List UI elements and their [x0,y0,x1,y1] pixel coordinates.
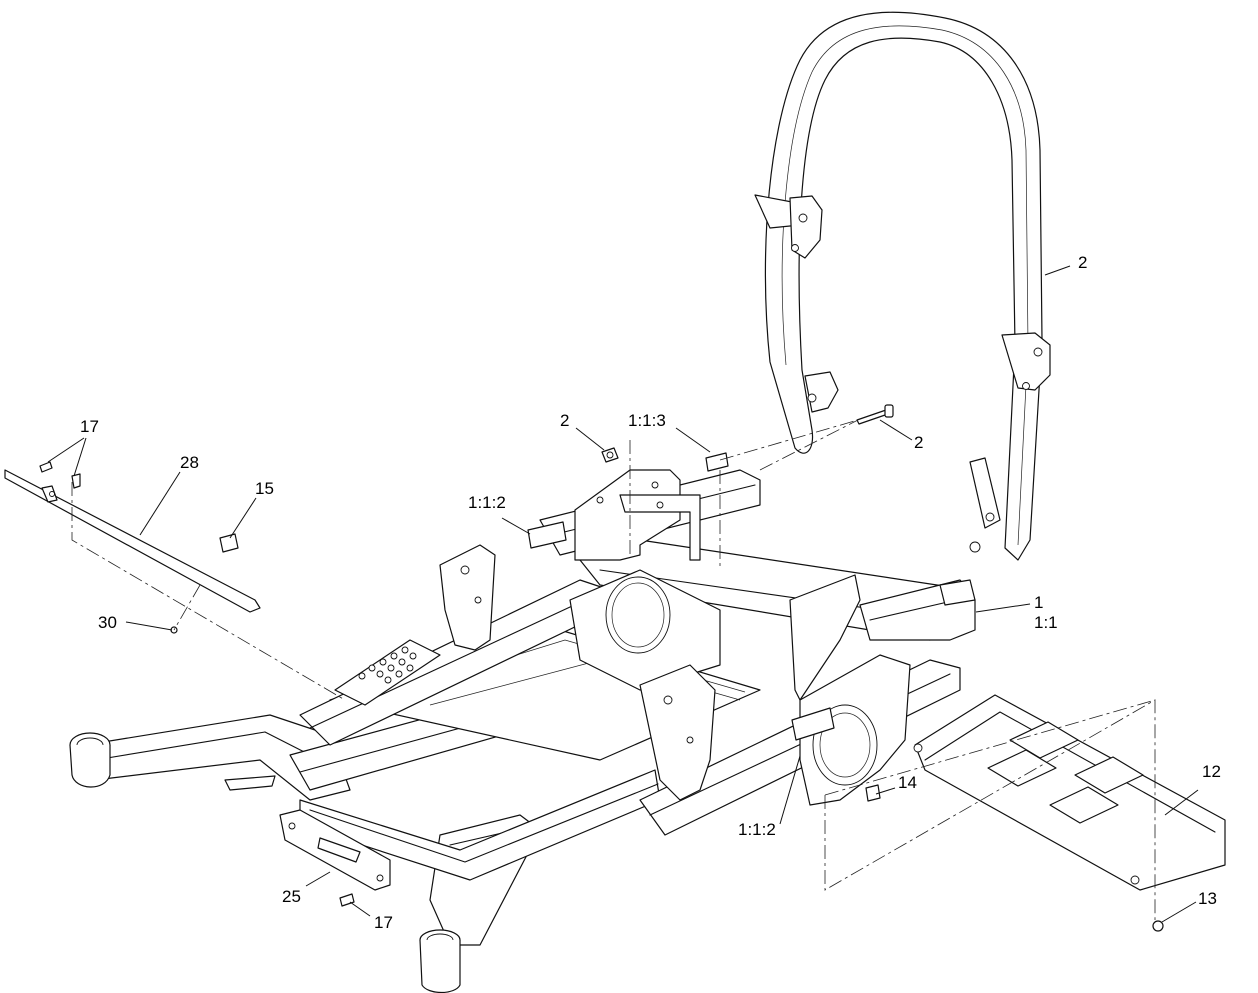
callout-1-1-3: 1:1:3 [628,411,666,430]
callout-17-bottom: 17 [374,913,393,932]
screw-17-a [39,461,53,473]
decal-1-1-2-right [791,707,835,741]
alignment-lines [71,419,1156,920]
callout-14: 14 [898,773,917,792]
screw-17-b [71,473,81,489]
step-holes [358,646,417,684]
rops-nut [601,447,619,463]
callout-2-rops: 2 [1078,253,1087,272]
decal-1-1-2-left [527,521,567,549]
callout-12: 12 [1202,762,1221,781]
bracket-25 [279,809,391,891]
decal-1-1-3 [705,452,729,472]
callout-1-1: 1:1 [1034,613,1058,632]
floor-pan-12 [913,694,1226,891]
callout-30: 30 [98,613,117,632]
hardware [39,461,1164,932]
bolt-14 [865,784,881,802]
callout-1-1-2-left: 1:1:2 [468,493,506,512]
screw-17-c [339,893,355,907]
callout-28: 28 [180,453,199,472]
nut-13 [1152,920,1164,932]
callout-2-nut: 2 [560,411,569,430]
rod-28 [4,469,261,613]
callout-15: 15 [255,479,274,498]
rops-bolt [856,404,894,425]
callout-1-1-2-right: 1:1:2 [738,820,776,839]
main-frame [69,469,976,993]
rops-roll-bar [754,11,1051,561]
callout-1: 1 [1034,593,1043,612]
callout-labels: 17 28 15 30 2 1:1:3 1:1:2 2 2 1 1:1 14 1… [80,253,1221,932]
spacer-15 [219,533,239,553]
callout-2-bolt: 2 [914,433,923,452]
callout-17-top: 17 [80,417,99,436]
callout-13: 13 [1198,889,1217,908]
decals [527,452,835,741]
callout-25: 25 [282,887,301,906]
leader-lines [47,265,1199,923]
